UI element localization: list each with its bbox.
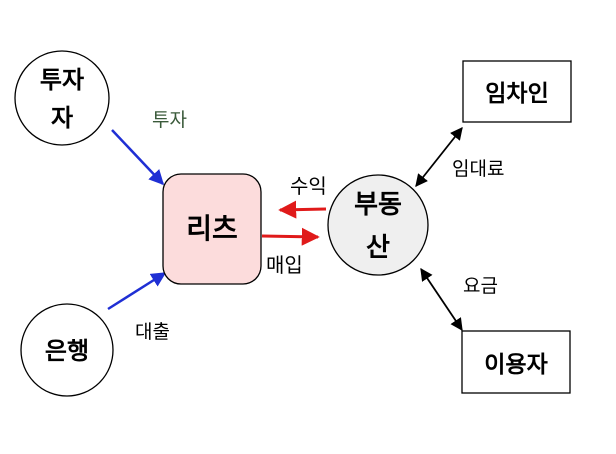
tenant-node: 임차인 [462,60,572,123]
rent-arrow [415,127,463,187]
real-estate-node: 부동 산 [327,174,429,276]
investment-arrow [111,129,165,186]
purchase-arrow [261,227,320,246]
user-label: 이용자 [484,352,547,378]
investment-label: 투자 [152,109,187,131]
investor-label-line1: 투자 [40,66,84,94]
user-node: 이용자 [461,330,571,394]
loan-label: 대출 [135,321,170,343]
reits-node: 리츠 [162,173,262,285]
fee-arrow [420,267,463,332]
return-label: 수익 [290,174,327,198]
rent-label: 임대료 [452,158,504,180]
tenant-label: 임차인 [485,81,548,107]
investor-label-line2: 자 [51,104,73,132]
real-estate-label-line1: 부동 [354,190,402,220]
reits-label: 리츠 [186,212,238,245]
investor-node: 투자 자 [14,50,110,146]
return-arrow [278,200,327,219]
loan-arrow [107,271,167,311]
bank-label: 은행 [45,337,89,365]
fee-label: 요금 [463,275,498,297]
bank-node: 은행 [20,303,114,397]
real-estate-label-line2: 산 [366,233,390,263]
purchase-label: 매입 [266,253,303,277]
